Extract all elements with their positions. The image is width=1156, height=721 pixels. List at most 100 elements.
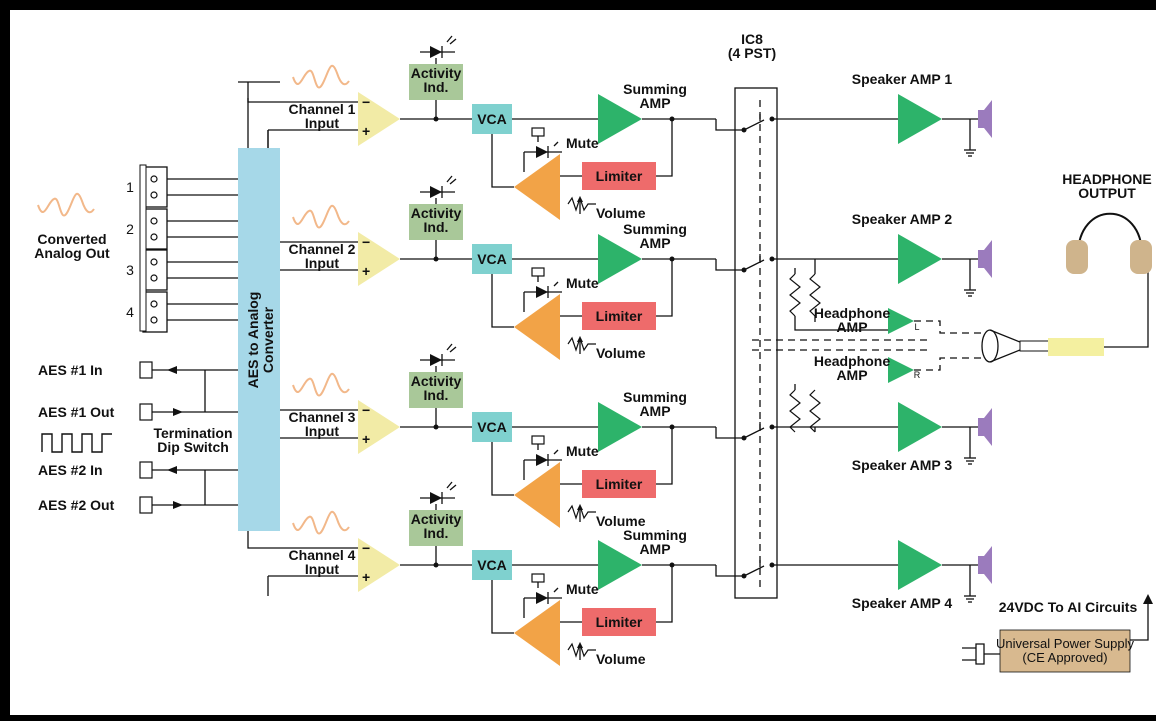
- volume-label: Volume: [596, 205, 646, 221]
- terminal-screw: [150, 217, 158, 225]
- svg-text:AES #1 Out: AES #1 Out: [38, 404, 115, 420]
- speaker-magnet: [978, 418, 984, 436]
- led-icon: [430, 354, 442, 366]
- svg-text:AMP: AMP: [639, 95, 670, 111]
- svg-text:Speaker AMP 4: Speaker AMP 4: [852, 595, 953, 611]
- power-supply-label: Universal Power Supply(CE Approved): [996, 636, 1135, 665]
- mute-switch-icon[interactable]: [531, 127, 545, 137]
- volume-pot: [567, 642, 596, 658]
- svg-text:AES #1 In: AES #1 In: [38, 362, 103, 378]
- arrow: [577, 196, 583, 202]
- svg-text:Input: Input: [305, 423, 340, 439]
- svg-text:Summing: Summing: [623, 221, 687, 237]
- arrow: [577, 642, 583, 648]
- wire: [449, 178, 457, 185]
- minus-sign: −: [362, 234, 370, 250]
- ic8-label: IC8(4 PST): [728, 31, 776, 61]
- arrow: [1143, 594, 1153, 604]
- wire: [656, 427, 673, 485]
- svg-text:24VDC To AI Circuits: 24VDC To AI Circuits: [999, 599, 1138, 615]
- bnc-connector: [139, 361, 153, 379]
- aes-converter-block: [238, 148, 280, 531]
- aes-label: AES #1 In: [38, 362, 103, 378]
- bnc-connector: [139, 461, 153, 479]
- aes-label: AES #1 Out: [38, 404, 115, 420]
- mute-switch-icon[interactable]: [531, 573, 545, 583]
- mute-led-icon: [536, 286, 548, 298]
- limiter-amp: [514, 294, 560, 360]
- mute-led-icon: [536, 454, 548, 466]
- svg-text:1: 1: [126, 179, 134, 195]
- volume-label: Volume: [596, 651, 646, 667]
- arrow: [173, 501, 183, 509]
- svg-text:Summing: Summing: [623, 527, 687, 543]
- svg-text:L: L: [914, 322, 919, 332]
- svg-text:AMP: AMP: [639, 541, 670, 557]
- speaker-cone-icon: [984, 240, 992, 278]
- power-label: 24VDC To AI Circuits: [999, 599, 1138, 615]
- limiter-label: Limiter: [596, 308, 643, 324]
- led-icon: [430, 492, 442, 504]
- wire: [446, 175, 453, 183]
- input-amp: [358, 538, 400, 592]
- mute-switch-icon[interactable]: [531, 267, 545, 277]
- wire: [656, 119, 673, 177]
- svg-text:Mute: Mute: [566, 275, 599, 291]
- svg-text:Activity: Activity: [411, 511, 462, 527]
- headphone-band: [1077, 212, 1143, 256]
- speaker-amp: [898, 94, 942, 144]
- wire: [743, 119, 765, 131]
- svg-text:HEADPHONE: HEADPHONE: [1062, 171, 1151, 187]
- terminal-screw: [150, 316, 158, 324]
- limiter-box: [582, 470, 656, 498]
- limiter-box: [582, 162, 656, 190]
- wire: [743, 565, 765, 577]
- power-plug-icon: [962, 643, 1000, 665]
- svg-text:Limiter: Limiter: [596, 308, 643, 324]
- svg-text:Mute: Mute: [566, 135, 599, 151]
- svg-text:Volume: Volume: [596, 205, 646, 221]
- bnc-connector: [139, 496, 153, 514]
- terminal-screw: [150, 191, 158, 199]
- svg-text:OUTPUT: OUTPUT: [1078, 185, 1136, 201]
- wire: [794, 316, 888, 331]
- wire: [446, 481, 453, 489]
- arrow: [167, 466, 177, 474]
- ground-icon: [964, 586, 976, 603]
- junction: [741, 127, 747, 133]
- svg-text:(4 PST): (4 PST): [728, 45, 776, 61]
- limiter-amp: [514, 462, 560, 528]
- svg-text:Ind.: Ind.: [424, 387, 449, 403]
- svg-text:Converted: Converted: [37, 231, 106, 247]
- speaker-magnet: [978, 556, 984, 574]
- svg-text:Speaker AMP 3: Speaker AMP 3: [852, 457, 953, 473]
- speaker-amp-label: Speaker AMP 2: [852, 211, 953, 227]
- svg-text:(CE Approved): (CE Approved): [1022, 650, 1107, 665]
- input-wave-icon: [292, 64, 350, 89]
- mute-label: Mute: [566, 443, 599, 459]
- wire: [449, 484, 457, 491]
- svg-text:Speaker AMP 1: Speaker AMP 1: [852, 71, 953, 87]
- limiter-box: [582, 302, 656, 330]
- speaker-amp-label: Speaker AMP 1: [852, 71, 953, 87]
- resistor: [809, 389, 821, 433]
- svg-text:Termination: Termination: [153, 425, 232, 441]
- limiter-amp: [514, 154, 560, 220]
- wire: [656, 259, 673, 317]
- svg-text:Volume: Volume: [596, 513, 646, 529]
- wire: [914, 357, 982, 371]
- svg-text:AMP: AMP: [836, 319, 867, 335]
- svg-text:Headphone: Headphone: [814, 305, 890, 321]
- svg-text:Universal Power Supply: Universal Power Supply: [996, 636, 1135, 651]
- speaker-magnet: [978, 110, 984, 128]
- mute-led-icon: [536, 146, 548, 158]
- svg-text:AES to Analog: AES to Analog: [245, 292, 261, 389]
- mute-switch-icon[interactable]: [531, 435, 545, 445]
